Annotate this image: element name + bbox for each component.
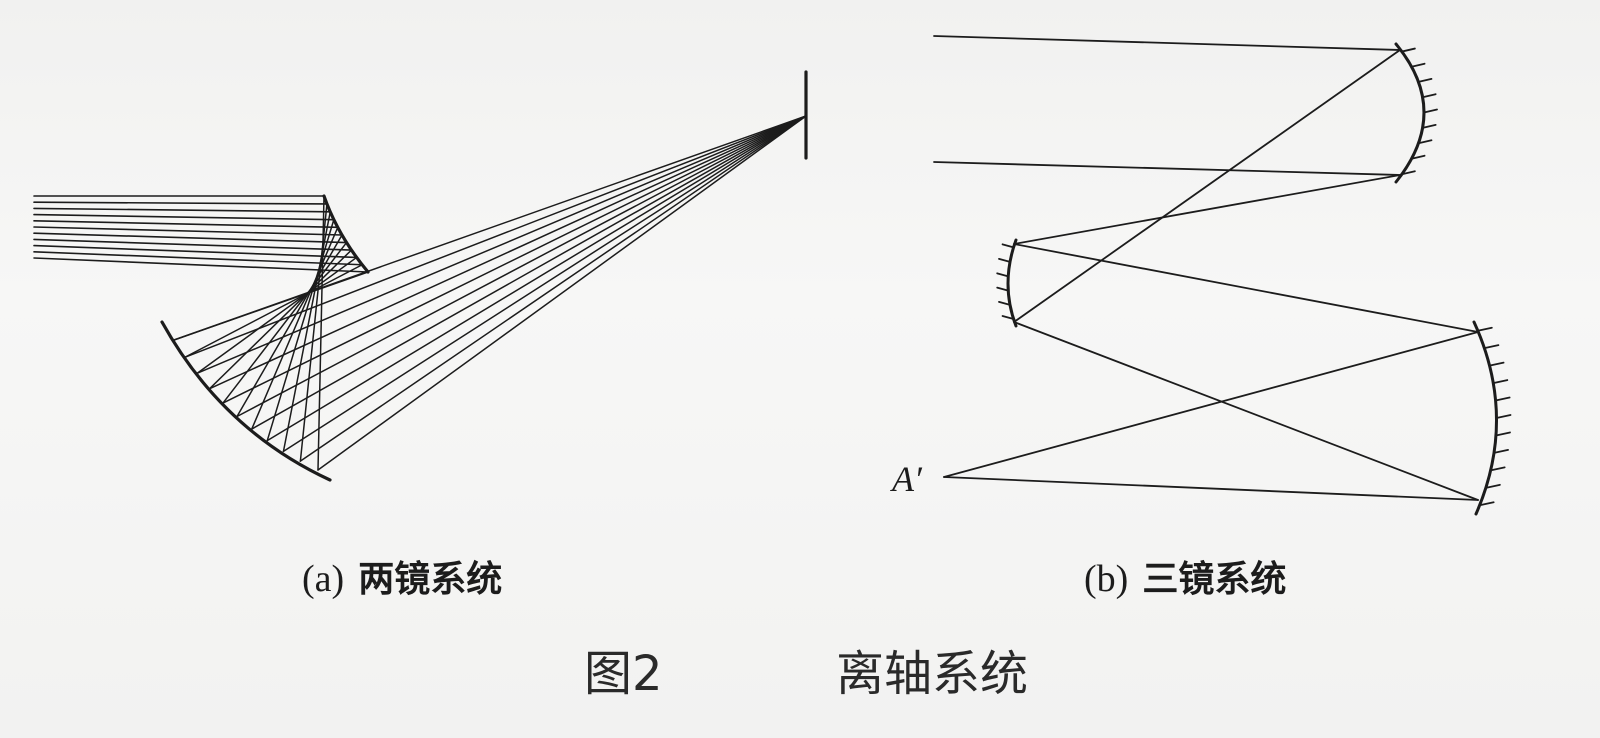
incoming-ray — [33, 201, 328, 205]
b-tertiary-mirror — [1472, 320, 1498, 516]
hatch-mark — [1495, 414, 1512, 419]
figure-number: 图2 — [584, 646, 663, 702]
incoming-ray — [33, 207, 332, 213]
incoming-ray — [33, 226, 343, 236]
focused-ray — [317, 115, 807, 471]
reflected-ray — [196, 256, 358, 375]
hatch-mark — [1488, 361, 1505, 367]
caption-b-tag: (b) — [1084, 558, 1129, 600]
two-mirror-diagram — [33, 70, 808, 482]
hatch-mark — [1417, 78, 1433, 83]
focused-ray — [266, 115, 807, 442]
three-mirror-diagram — [933, 35, 1512, 516]
hatch-mark — [1400, 47, 1416, 53]
image-point-label: A′ — [892, 459, 922, 499]
reflected-ray — [251, 226, 339, 430]
hatch-mark — [996, 286, 1010, 292]
incoming-ray-lower — [933, 161, 1401, 176]
hatch-mark — [1001, 315, 1015, 320]
hatch-mark — [996, 272, 1010, 278]
incoming-ray-upper — [933, 35, 1401, 51]
caption-a: (a) 两镜系统 — [302, 550, 502, 602]
hatch-mark — [1493, 449, 1509, 454]
ray-primary-to-secondary-2 — [1013, 174, 1401, 245]
hatch-mark — [1494, 396, 1511, 402]
caption-b: (b) 三镜系统 — [1084, 550, 1286, 602]
incoming-ray — [33, 251, 363, 266]
caption-a-tag: (a) — [302, 558, 345, 600]
ray-tertiary-to-image-1 — [943, 331, 1479, 478]
hatch-mark — [1001, 243, 1015, 249]
inter-mirror-rays — [173, 195, 369, 471]
reflected-ray — [184, 264, 363, 358]
focused-ray — [173, 115, 807, 341]
incoming-ray — [33, 220, 339, 229]
hatch-mark — [1421, 123, 1437, 129]
b-tertiary-mirror-hatching — [1476, 326, 1512, 507]
reflected-ray — [282, 211, 331, 453]
figure-title: 离轴系统 — [836, 646, 1029, 702]
caption-a-name: 两镜系统 — [358, 559, 503, 600]
hatch-mark — [1400, 170, 1416, 176]
hatch-mark — [1421, 93, 1437, 99]
primary-mirror — [160, 320, 332, 482]
hatch-mark — [1492, 379, 1509, 384]
ray-secondary-to-tertiary-2 — [1013, 321, 1479, 501]
hatch-mark — [1417, 139, 1433, 145]
focused-ray — [282, 115, 807, 453]
ray-secondary-to-tertiary-1 — [1013, 243, 1479, 333]
focused-ray — [208, 115, 807, 390]
reflected-ray — [299, 203, 328, 462]
focused-ray — [196, 115, 807, 375]
incoming-ray — [33, 244, 358, 259]
reflected-ray — [222, 241, 348, 404]
hatch-mark — [1410, 154, 1426, 160]
focused-ray — [299, 115, 807, 462]
incoming-ray — [33, 232, 348, 244]
focused-ray — [236, 115, 807, 418]
reflected-ray — [236, 234, 343, 418]
hatch-mark — [1484, 483, 1501, 489]
hatch-mark — [1483, 344, 1500, 350]
incoming-parallel-rays — [33, 195, 369, 273]
incoming-ray — [33, 238, 353, 251]
caption-b-name: 三镜系统 — [1142, 559, 1287, 600]
hatch-mark — [1495, 431, 1511, 437]
ray-tertiary-to-image-2 — [943, 476, 1479, 501]
hatch-mark — [1489, 466, 1506, 472]
focused-ray — [251, 115, 807, 430]
ray-primary-to-secondary-1 — [1013, 49, 1401, 323]
b-secondary-mirror — [1006, 238, 1018, 328]
hatch-mark — [998, 300, 1011, 306]
hatch-mark — [1476, 326, 1493, 332]
incoming-ray — [33, 213, 335, 221]
b-secondary-mirror-hatching — [996, 243, 1015, 320]
secondary-mirror — [322, 194, 370, 274]
focused-ray — [222, 115, 807, 404]
b-primary-mirror-hatching — [1400, 47, 1438, 176]
hatch-mark — [1478, 501, 1495, 507]
incoming-ray — [33, 257, 369, 273]
focused-ray — [184, 115, 807, 358]
converging-rays — [173, 115, 807, 471]
hatch-mark — [998, 257, 1011, 263]
hatch-mark — [1423, 108, 1438, 114]
hatch-mark — [1410, 62, 1426, 68]
